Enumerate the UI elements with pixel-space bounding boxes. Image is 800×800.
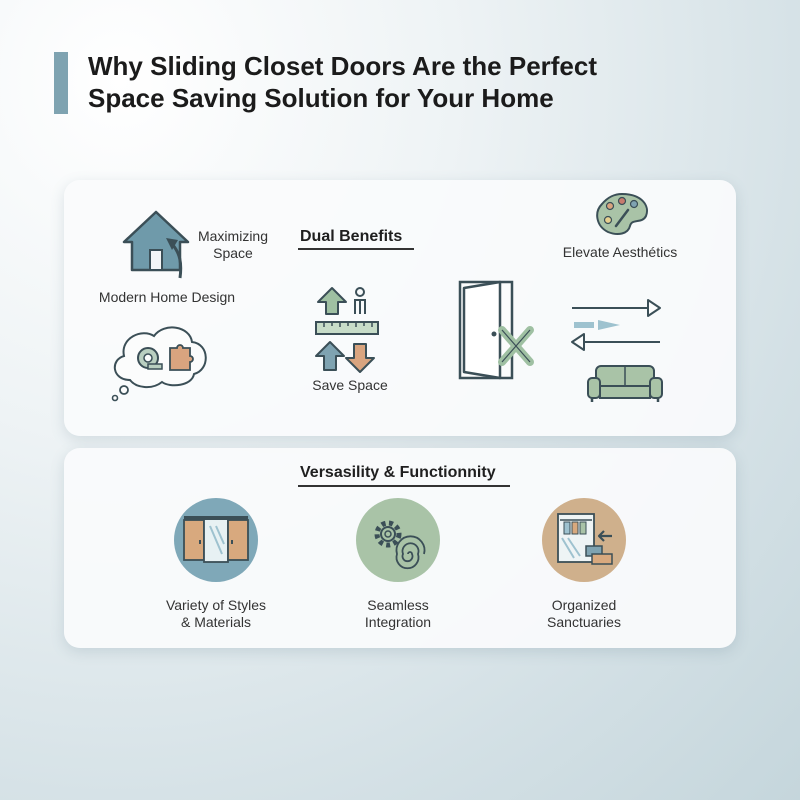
house-icon — [122, 210, 190, 279]
maximizing-space-label: Maximizing Space — [190, 228, 276, 262]
organized-closet-icon — [542, 498, 626, 582]
elevate-aesthetics-label: Elevate Aesthétics — [562, 244, 678, 260]
title-accent-bar — [54, 52, 68, 114]
door-blocked-icon — [458, 280, 534, 380]
seamless-integration-line-2: Integration — [364, 614, 432, 630]
page-title: Why Sliding Closet Doors Are the Perfect… — [88, 50, 597, 114]
variety-styles-line-1: Variety of Styles — [165, 597, 267, 613]
dual-benefits-heading: Dual Benefits — [300, 228, 403, 245]
organized-sanctuaries-label: Organized Sanctuaries — [516, 597, 652, 631]
maximizing-space-line-2: Space — [213, 245, 253, 261]
versatility-heading: Versasility & Functionnity — [300, 464, 496, 481]
versatility-underline — [298, 485, 510, 487]
maximizing-space-line-1: Maximizing — [197, 228, 268, 244]
modern-home-design-label: Modern Home Design — [98, 289, 236, 305]
seamless-integration-label: Seamless Integration — [330, 597, 466, 631]
save-space-label: Save Space — [312, 377, 388, 393]
organized-sanctuaries-line-1: Organized — [551, 597, 617, 613]
sliding-panels-icon — [174, 498, 258, 582]
palette-icon — [596, 192, 648, 235]
thought-bubble-icon — [111, 326, 207, 402]
variety-styles-label: Variety of Styles & Materials — [140, 597, 292, 631]
sliding-arrows-icon — [571, 299, 661, 351]
organized-sanctuaries-line-2: Sanctuaries — [547, 614, 621, 630]
seamless-integration-line-1: Seamless — [367, 597, 429, 613]
sofa-icon — [587, 365, 663, 402]
save-space-arrows-icon — [315, 287, 379, 373]
gear-spiral-icon — [356, 498, 440, 582]
dual-benefits-underline — [298, 248, 414, 250]
page-title-line-1: Why Sliding Closet Doors Are the Perfect — [88, 51, 598, 81]
variety-styles-line-2: & Materials — [180, 614, 252, 630]
page-title-line-2: Space Saving Solution for Your Home — [88, 83, 554, 113]
